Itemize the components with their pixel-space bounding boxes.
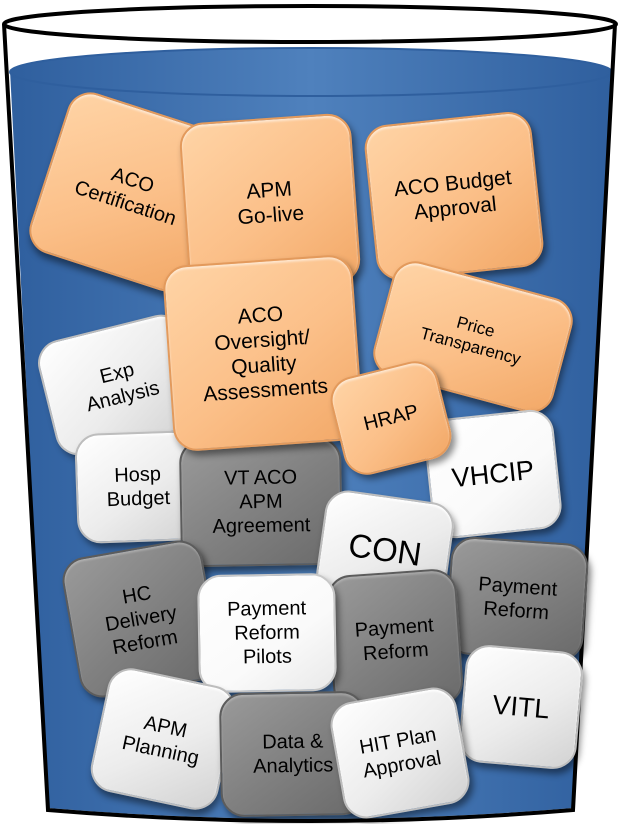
tile-payment-reform-center-label: Payment Reform <box>354 614 435 666</box>
tile-hc-delivery-reform-label: HC Delivery Reform <box>103 582 180 660</box>
tile-apm-go-live-label: APM Go-live <box>236 177 305 230</box>
tile-vt-aco-apm-agreement: VT ACO APM Agreement <box>178 436 344 568</box>
tile-payment-reform-pilots: Payment Reform Pilots <box>196 572 338 694</box>
tile-vitl: VITL <box>457 643 585 771</box>
tile-hrap-label: HRAP <box>361 400 421 436</box>
tile-aco-oversight: ACO Oversight/ Quality Assessments <box>161 253 365 453</box>
tile-vt-aco-apm-agreement-label: VT ACO APM Agreement <box>212 466 311 538</box>
tile-aco-certification-label: ACO Certification <box>71 163 179 231</box>
tile-vitl-label: VITL <box>491 689 551 725</box>
tile-exp-analysis-label: Exp Analysis <box>84 358 162 417</box>
water-surface <box>9 47 613 97</box>
tile-payment-reform-pilots-label: Payment Reform Pilots <box>226 597 307 669</box>
glass-rim <box>2 4 618 44</box>
tile-vhcip-label: VHCIP <box>450 454 536 494</box>
tile-aco-budget-approval: ACO Budget Approval <box>362 109 546 283</box>
tile-hit-plan-approval: HIT Plan Approval <box>326 683 474 823</box>
tile-price-transparency-label: Price Transparency <box>418 312 523 369</box>
tile-aco-oversight-label: ACO Oversight/ Quality Assessments <box>202 302 329 407</box>
glass-outline <box>2 23 617 823</box>
tile-data-analytics-label: Data & Analytics <box>253 730 334 778</box>
tile-hit-plan-approval-label: HIT Plan Approval <box>357 723 443 783</box>
tile-aco-budget-approval-label: ACO Budget Approval <box>392 165 513 225</box>
tile-apm-planning-label: APM Planning <box>120 711 201 770</box>
tile-payment-reform-right-label: Payment Reform <box>477 573 558 625</box>
tile-apm-planning: APM Planning <box>86 663 240 815</box>
tile-payment-reform-right: Payment Reform <box>444 535 590 663</box>
tile-hosp-budget-label: Hosp Budget <box>106 463 171 512</box>
tile-con-label: CON <box>346 526 424 574</box>
